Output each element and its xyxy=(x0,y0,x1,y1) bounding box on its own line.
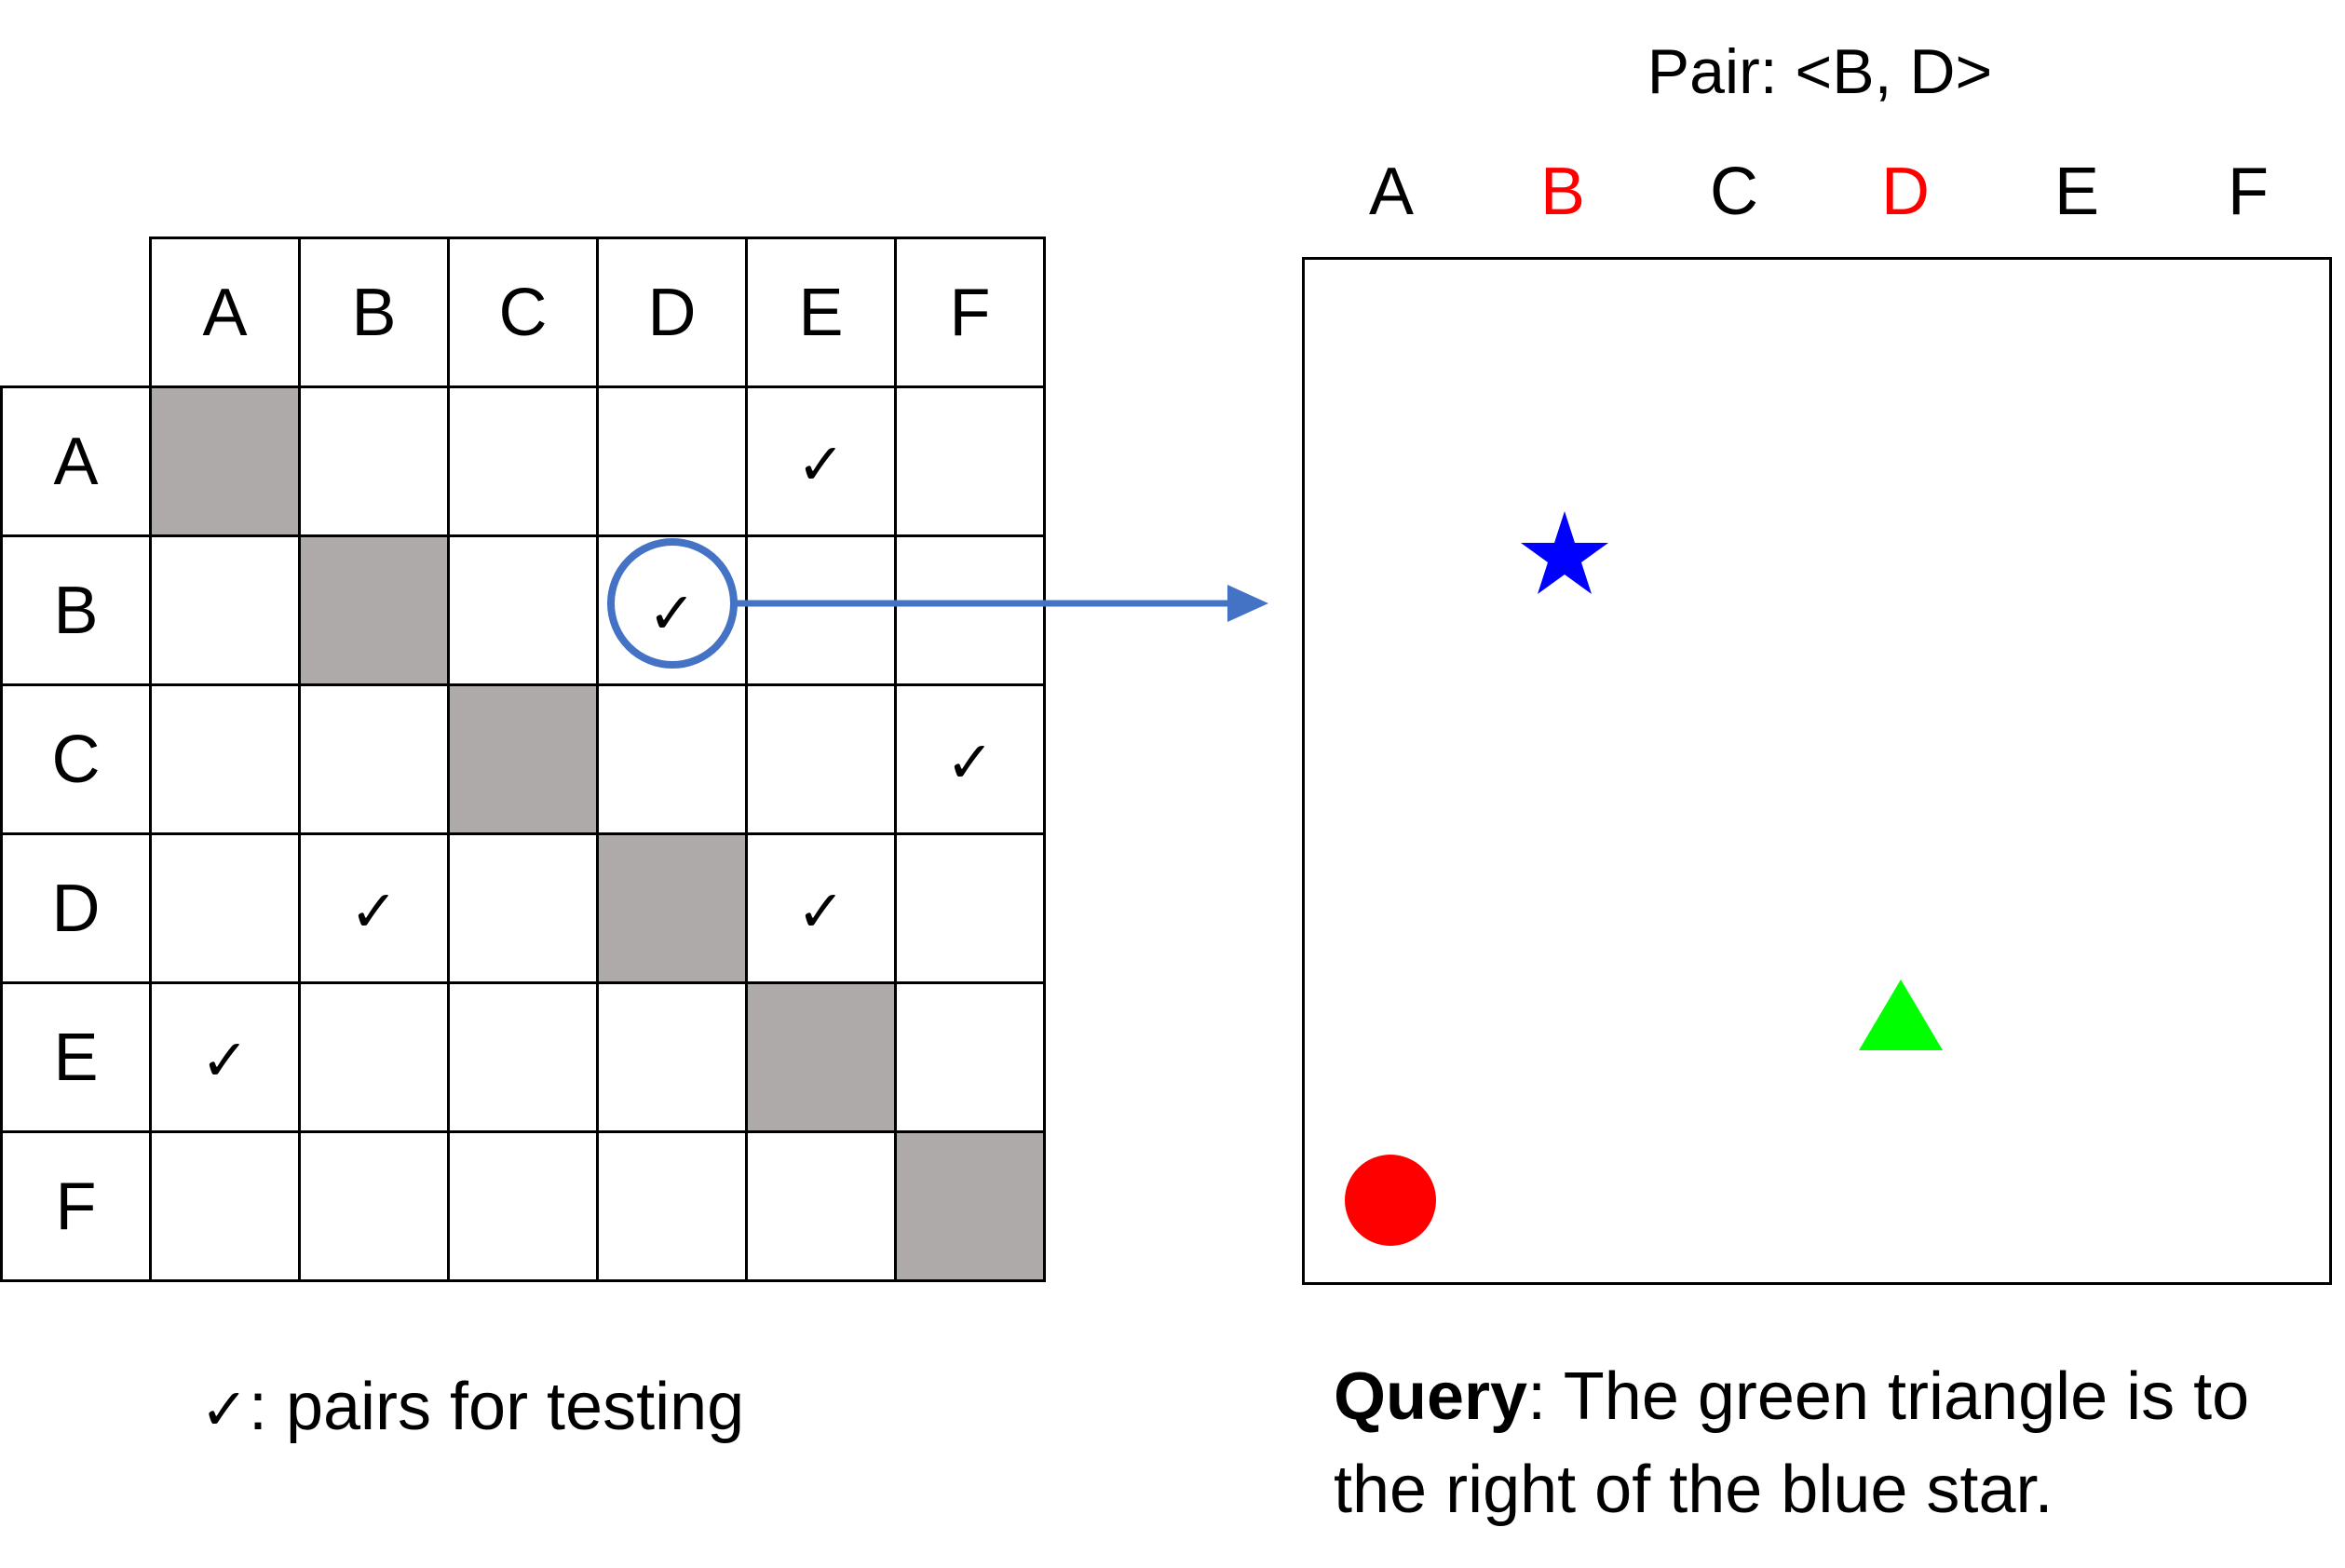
cell-c-d xyxy=(596,683,748,835)
matrix-row-c: C✓ xyxy=(0,683,1046,835)
scene-svg xyxy=(1345,511,1943,1246)
cell-c-c xyxy=(447,683,599,835)
arrow-head xyxy=(1227,585,1268,622)
cell-d-b: ✓ xyxy=(298,832,450,984)
row-header-e: E xyxy=(0,981,152,1133)
check-icon: ✓ xyxy=(647,578,697,647)
cell-d-e: ✓ xyxy=(745,832,897,984)
cell-f-a xyxy=(149,1130,301,1282)
row-header-b: B xyxy=(0,534,152,686)
cell-f-d xyxy=(596,1130,748,1282)
cell-e-f xyxy=(894,981,1046,1133)
panel-column-label-a: A xyxy=(1368,155,1415,229)
legend-text: : pairs for testing xyxy=(248,1370,745,1444)
matrix-row-e: E✓ xyxy=(0,981,1046,1133)
cell-b-b xyxy=(298,534,450,686)
cell-d-a xyxy=(149,832,301,984)
cell-c-b xyxy=(298,683,450,835)
check-icon: ✓ xyxy=(945,727,995,796)
cell-e-e xyxy=(745,981,897,1133)
column-header-a: A xyxy=(149,237,301,388)
row-header-d: D xyxy=(0,832,152,984)
scene-canvas xyxy=(1302,257,2332,1285)
cell-b-a xyxy=(149,534,301,686)
cell-a-b xyxy=(298,385,450,537)
blue-star-icon xyxy=(1521,511,1608,594)
column-header-f: F xyxy=(894,237,1046,388)
query-label: Query xyxy=(1334,1359,1528,1434)
row-header-a: A xyxy=(0,385,152,537)
matrix-row-b: B✓ xyxy=(0,534,1046,686)
check-icon: ✓ xyxy=(796,876,846,945)
cell-b-d: ✓ xyxy=(596,534,748,686)
cell-f-b xyxy=(298,1130,450,1282)
cell-c-a xyxy=(149,683,301,835)
cell-e-a: ✓ xyxy=(149,981,301,1133)
cell-f-f xyxy=(894,1130,1046,1282)
matrix-row-f: F xyxy=(0,1130,1046,1282)
cell-d-f xyxy=(894,832,1046,984)
panel-column-labels: A B C D E F xyxy=(1304,154,2336,247)
cell-a-c xyxy=(447,385,599,537)
column-header-c: C xyxy=(447,237,599,388)
cell-f-c xyxy=(447,1130,599,1282)
cell-a-a xyxy=(149,385,301,537)
red-circle-icon xyxy=(1345,1155,1436,1246)
cell-a-f xyxy=(894,385,1046,537)
green-triangle-icon xyxy=(1859,980,1943,1050)
query-caption: Query: The green triangle is to the righ… xyxy=(1334,1350,2321,1536)
panel-column-label-c: C xyxy=(1710,155,1758,229)
column-header-e: E xyxy=(745,237,897,388)
check-icon: ✓ xyxy=(349,876,399,945)
cell-c-f: ✓ xyxy=(894,683,1046,835)
panel-column-label-f: F xyxy=(2228,155,2269,229)
column-header-d: D xyxy=(596,237,748,388)
cell-f-e xyxy=(745,1130,897,1282)
query-text: : The green triangle is to the right of … xyxy=(1334,1359,2250,1527)
column-header-b: B xyxy=(298,237,450,388)
cell-d-c xyxy=(447,832,599,984)
pair-title: Pair: <B, D> xyxy=(1647,36,1993,107)
panel-column-label-d: D xyxy=(1881,155,1930,229)
cell-e-d xyxy=(596,981,748,1133)
row-header-f: F xyxy=(0,1130,152,1282)
row-header-c: C xyxy=(0,683,152,835)
cell-d-d xyxy=(596,832,748,984)
check-icon: ✓ xyxy=(796,429,846,498)
panel-column-label-b: B xyxy=(1539,155,1586,229)
legend: ✓: pairs for testing xyxy=(200,1369,744,1445)
matrix-row-a: A✓ xyxy=(0,385,1046,537)
cell-b-e xyxy=(745,534,897,686)
cell-b-c xyxy=(447,534,599,686)
check-icon: ✓ xyxy=(200,1025,250,1094)
highlight-circle xyxy=(607,538,738,669)
cell-c-e xyxy=(745,683,897,835)
legend-check-icon: ✓ xyxy=(200,1375,249,1443)
cell-e-c xyxy=(447,981,599,1133)
matrix-row-d: D ✓ ✓ xyxy=(0,832,1046,984)
cell-a-e: ✓ xyxy=(745,385,897,537)
cell-a-d xyxy=(596,385,748,537)
cell-b-f xyxy=(894,534,1046,686)
cell-e-b xyxy=(298,981,450,1133)
panel-column-label-e: E xyxy=(2054,155,2100,229)
